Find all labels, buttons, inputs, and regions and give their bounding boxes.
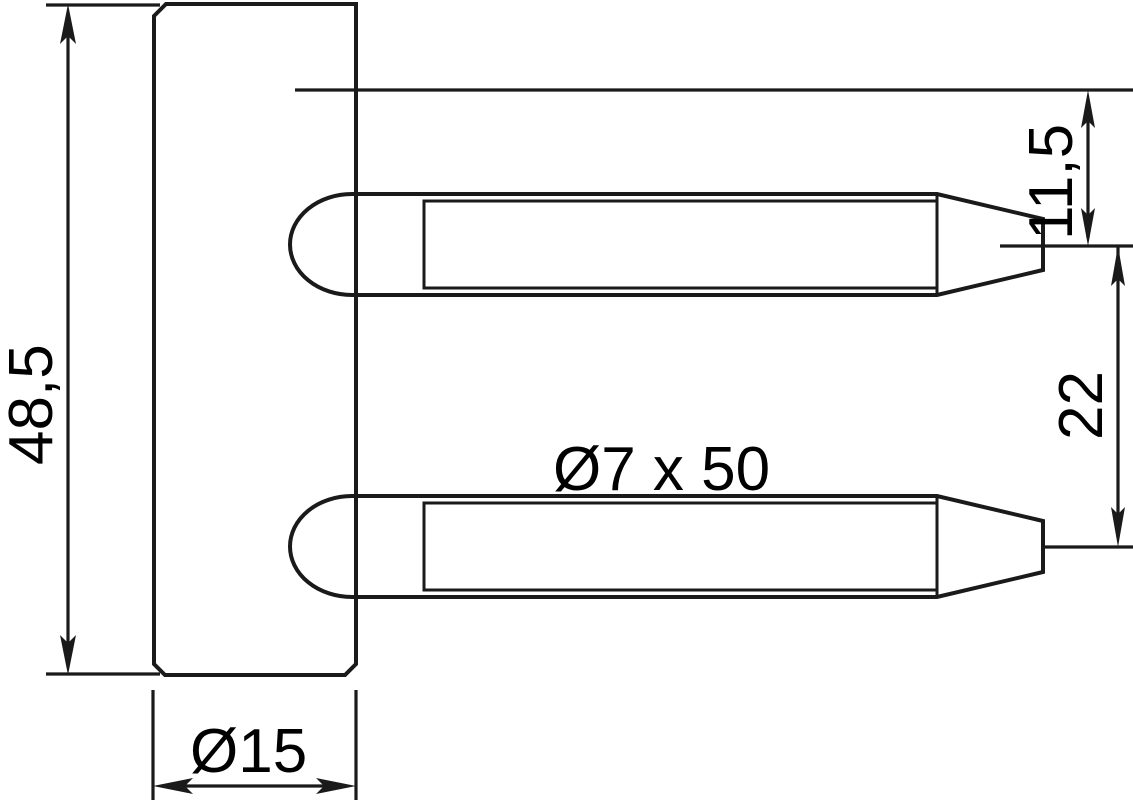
dimension-overall-height: 48,5: [0, 3, 160, 676]
upper-pin-outline: [288, 192, 1045, 297]
lower-pin-outline: [288, 494, 1045, 599]
dimension-label-top-offset: 11,5: [1017, 124, 1086, 240]
dimension-pin-spacing: 22: [1047, 246, 1125, 547]
dimension-label-pin-spacing: 22: [1047, 371, 1116, 440]
dimension-top-offset: 11,5: [1017, 90, 1095, 246]
dimension-label-pin-spec: Ø7 x 50: [553, 435, 770, 504]
dimension-label-overall-height: 48,5: [0, 344, 66, 465]
body-plate-outline: [152, 2, 358, 677]
dimension-label-body-width: Ø15: [190, 717, 307, 786]
label-pin-spec: Ø7 x 50: [553, 435, 770, 504]
dimension-body-width: Ø15: [151, 690, 358, 800]
